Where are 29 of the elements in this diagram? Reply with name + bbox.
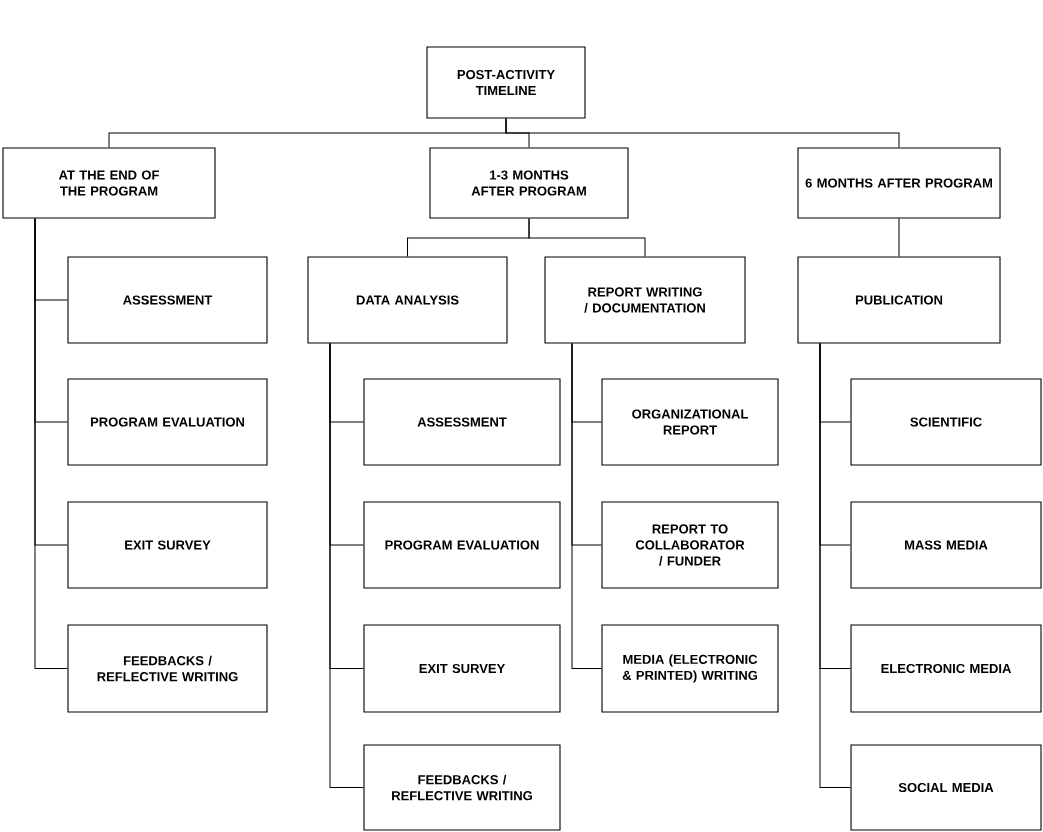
connector-line	[34, 218, 68, 669]
process-box: MEDIA (ELECTRONIC & PRINTED) WRITING	[601, 624, 779, 713]
process-box: 1-3 MONTHS AFTER PROGRAM	[429, 147, 629, 219]
process-box: PROGRAM EVALUATION	[67, 378, 268, 466]
process-box: ASSESSMENT	[67, 256, 268, 344]
connector-line	[329, 343, 364, 788]
process-box: SOCIAL MEDIA	[850, 744, 1042, 831]
connector-line	[819, 343, 851, 788]
process-box: FEEDBACKS / REFLECTIVE WRITING	[363, 744, 561, 831]
process-box: ORGANIZATIONAL REPORT	[601, 378, 779, 466]
process-box: 6 MONTHS AFTER PROGRAM	[797, 147, 1001, 219]
process-box: PROGRAM EVALUATION	[363, 501, 561, 589]
process-box: DATA ANALYSIS	[307, 256, 508, 344]
connector-line	[898, 218, 900, 257]
process-box: EXIT SURVEY	[363, 624, 561, 713]
process-box: ELECTRONIC MEDIA	[850, 624, 1042, 713]
process-box: POST-ACTIVITY TIMELINE	[426, 46, 586, 119]
process-box: SCIENTIFIC	[850, 378, 1042, 466]
process-box: FEEDBACKS / REFLECTIVE WRITING	[67, 624, 268, 713]
process-box: MASS MEDIA	[850, 501, 1042, 589]
process-box: EXIT SURVEY	[67, 501, 268, 589]
connector-line	[505, 118, 900, 148]
process-box: ASSESSMENT	[363, 378, 561, 466]
process-box: PUBLICATION	[797, 256, 1001, 344]
connector-line	[571, 343, 602, 669]
process-box: REPORT WRITING / DOCUMENTATION	[544, 256, 746, 344]
process-box: REPORT TO COLLABORATOR / FUNDER	[601, 501, 779, 589]
connector-line	[528, 218, 646, 257]
process-box: AT THE END OF THE PROGRAM	[2, 147, 216, 219]
